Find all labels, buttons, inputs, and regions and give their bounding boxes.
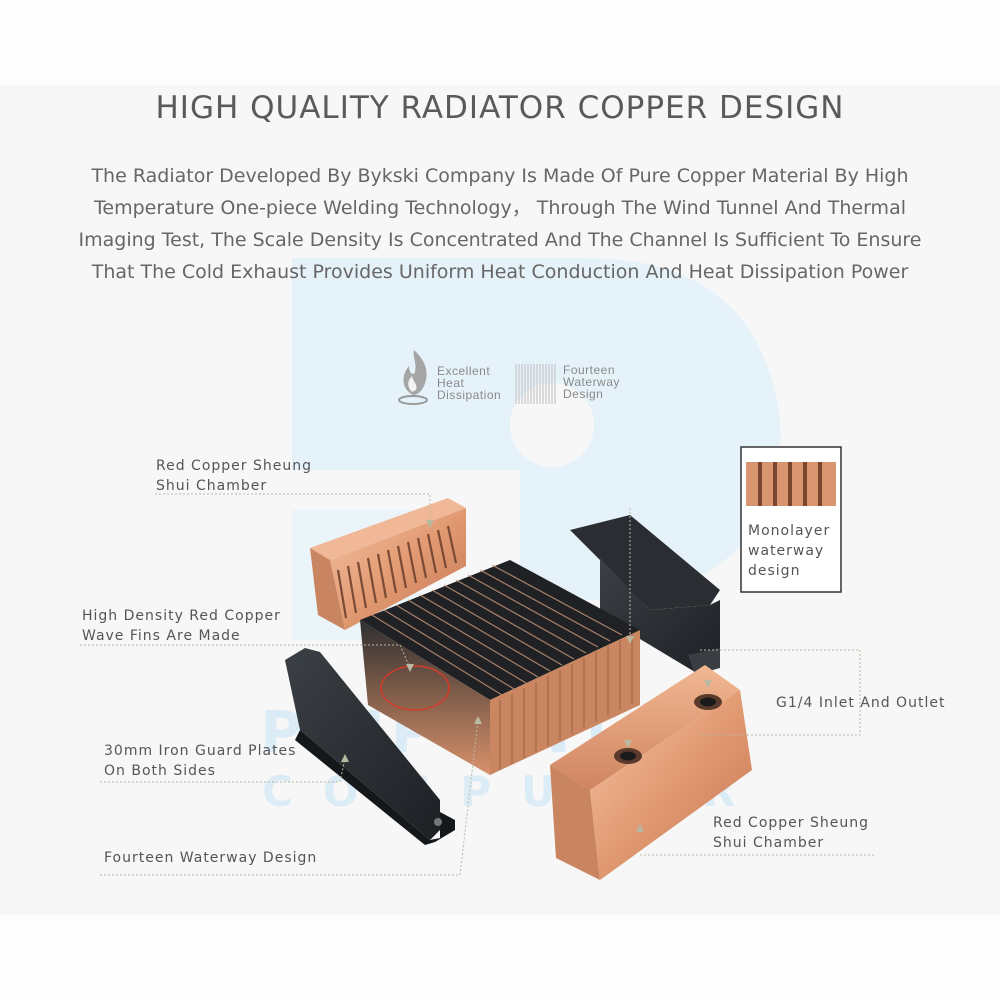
badge-line: Heat	[437, 376, 465, 390]
callout-line: Red Copper Sheung	[156, 458, 312, 474]
callout-fins: High Density Red Copper Wave Fins Are Ma…	[82, 606, 281, 646]
badge-line: Design	[563, 387, 604, 401]
callout-line: Red Copper Sheung	[713, 815, 869, 831]
callout-line: Fourteen Waterway Design	[104, 850, 318, 866]
callout-inlet: G1/4 Inlet And Outlet	[776, 693, 945, 713]
page-title: HIGH QUALITY RADIATOR COPPER DESIGN	[155, 90, 845, 126]
leader-arrows	[341, 520, 712, 832]
monolayer-inset	[740, 446, 842, 593]
callout-bottom-chamber: Red Copper Sheung Shui Chamber	[713, 813, 869, 853]
callout-top-chamber: Red Copper Sheung Shui Chamber	[156, 456, 312, 496]
iron-guard-plate-back	[570, 515, 720, 675]
fin-highlight-circle	[380, 665, 450, 711]
callout-line: G1/4 Inlet And Outlet	[776, 695, 946, 711]
iron-guard-plate-front	[285, 648, 455, 845]
copper-chamber-top	[310, 498, 466, 630]
callout-line: design	[748, 563, 801, 579]
copper-chamber-bottom	[550, 665, 752, 880]
callout-line: Monolayer	[748, 523, 831, 539]
callout-monolayer: Monolayer waterway design	[748, 521, 840, 581]
callout-guard-plates: 30mm Iron Guard Plates On Both Sides	[104, 741, 296, 781]
badge-line: Dissipation	[437, 388, 502, 402]
badge-line: Excellent	[437, 364, 491, 378]
badge-line: Fourteen	[563, 363, 616, 377]
callout-waterway: Fourteen Waterway Design	[104, 848, 317, 868]
callout-line: Shui Chamber	[713, 835, 825, 851]
description-line: Temperature One-piece Welding Technology…	[94, 197, 906, 219]
description-line: Imaging Test, The Scale Density Is Conce…	[78, 229, 922, 251]
copper-fin-core	[360, 560, 640, 775]
callout-line: On Both Sides	[104, 763, 216, 779]
callout-line: waterway	[748, 543, 825, 559]
description-line: The Radiator Developed By Bykski Company…	[91, 165, 909, 187]
watermark-logo-hole	[510, 383, 594, 467]
badge-waterway-label: Fourteen Waterway Design	[563, 364, 620, 400]
callout-line: Wave Fins Are Made	[82, 628, 241, 644]
callout-line: Shui Chamber	[156, 478, 268, 494]
badge-heat-label: Excellent Heat Dissipation	[437, 365, 501, 401]
leader-lines	[80, 493, 876, 876]
callout-line: 30mm Iron Guard Plates	[104, 743, 297, 759]
description: The Radiator Developed By Bykski Company…	[60, 160, 940, 288]
description-line: That The Cold Exhaust Provides Uniform H…	[91, 261, 909, 283]
badge-line: Waterway	[563, 375, 620, 389]
callout-line: High Density Red Copper	[82, 608, 281, 624]
